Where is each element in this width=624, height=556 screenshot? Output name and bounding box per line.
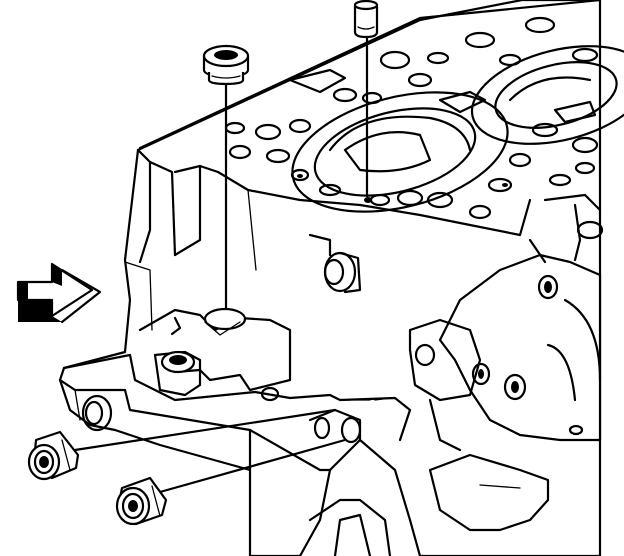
cylinder-bore-2	[470, 45, 624, 145]
top-plug	[202, 44, 250, 86]
dowel-pin	[353, 0, 379, 39]
bottom-plug-right	[115, 476, 168, 526]
leader-lines	[73, 34, 369, 494]
bottom-plug-left	[27, 430, 80, 481]
front-housing	[408, 193, 604, 452]
cylinder-head-deck	[138, 0, 624, 271]
side-bosses	[81, 233, 362, 444]
deck-passages	[224, 16, 599, 220]
direction-arrow-icon	[16, 262, 102, 324]
top-plug-port	[138, 307, 292, 397]
